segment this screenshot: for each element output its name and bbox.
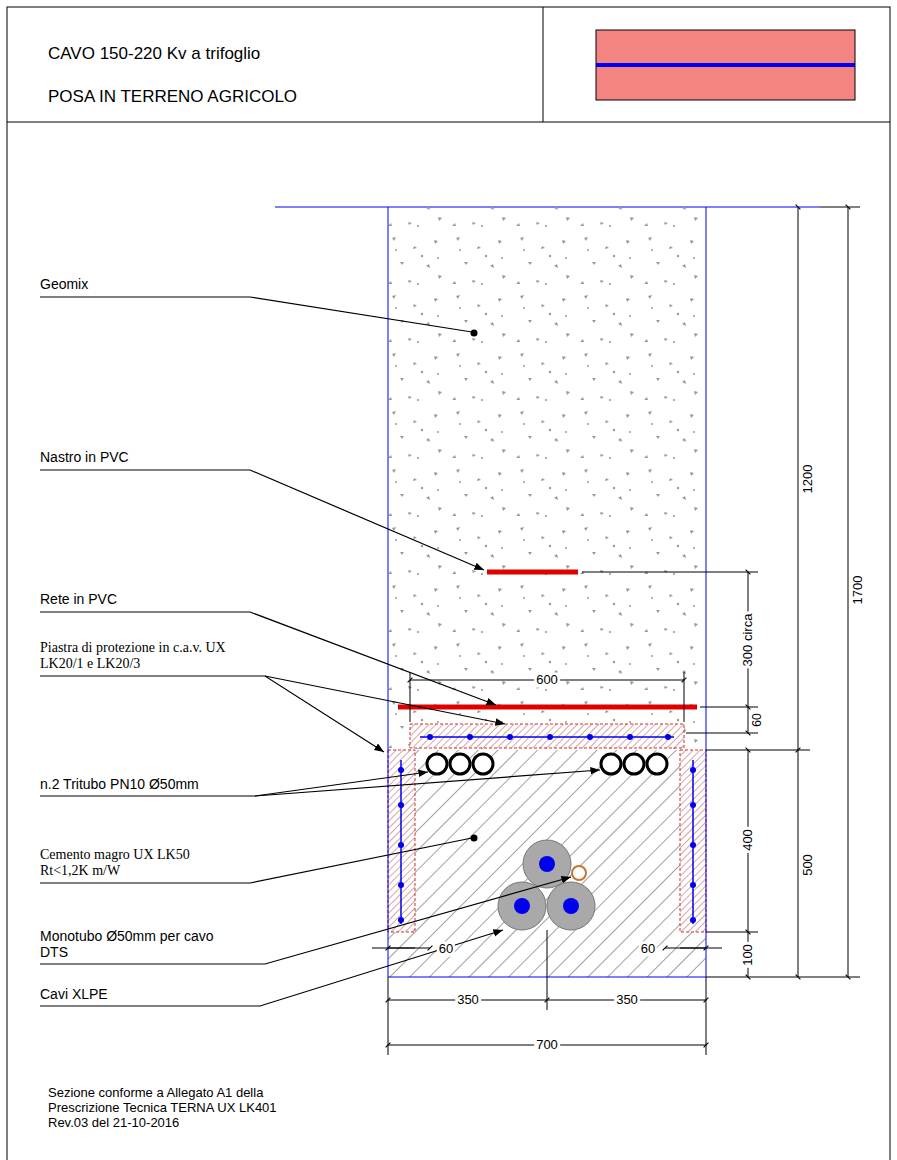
dimension: 1700 (851, 574, 866, 607)
caption-note: Sezione conforme a Allegato A1 della Pre… (48, 1085, 298, 1130)
dimension: 350 (455, 993, 481, 1008)
dimension: 600 (534, 673, 560, 688)
dimension: 400 (741, 827, 756, 853)
dimension: 60 (437, 942, 455, 957)
part-label: Geomix (40, 276, 88, 292)
dimension: 100 (741, 942, 756, 968)
title-block-text: CAVO 150-220 Kv a trifoglio POSA IN TERR… (48, 32, 298, 118)
part-label: Rete in PVC (40, 591, 117, 607)
part-label: Monotubo Ø50mm per cavo DTS (40, 928, 220, 960)
dimension: 500 (801, 852, 816, 878)
dimension: 700 (534, 1038, 560, 1053)
part-label: Cemento magro UX LK50 Rt<1,2K m/W (40, 847, 190, 879)
part-label: Cavi XLPE (40, 986, 108, 1002)
dimension: 60 (751, 711, 765, 728)
dimension: 1200 (801, 463, 816, 496)
part-label: n.2 Tritubo PN10 Ø50mm (40, 776, 199, 792)
dimension: 300 circa (741, 612, 756, 669)
dimension: 350 (614, 993, 640, 1008)
part-label: Nastro in PVC (40, 449, 129, 465)
part-label: Piastra di protezione in c.a.v. UX LK20/… (40, 640, 250, 672)
dimension: 60 (639, 942, 657, 957)
